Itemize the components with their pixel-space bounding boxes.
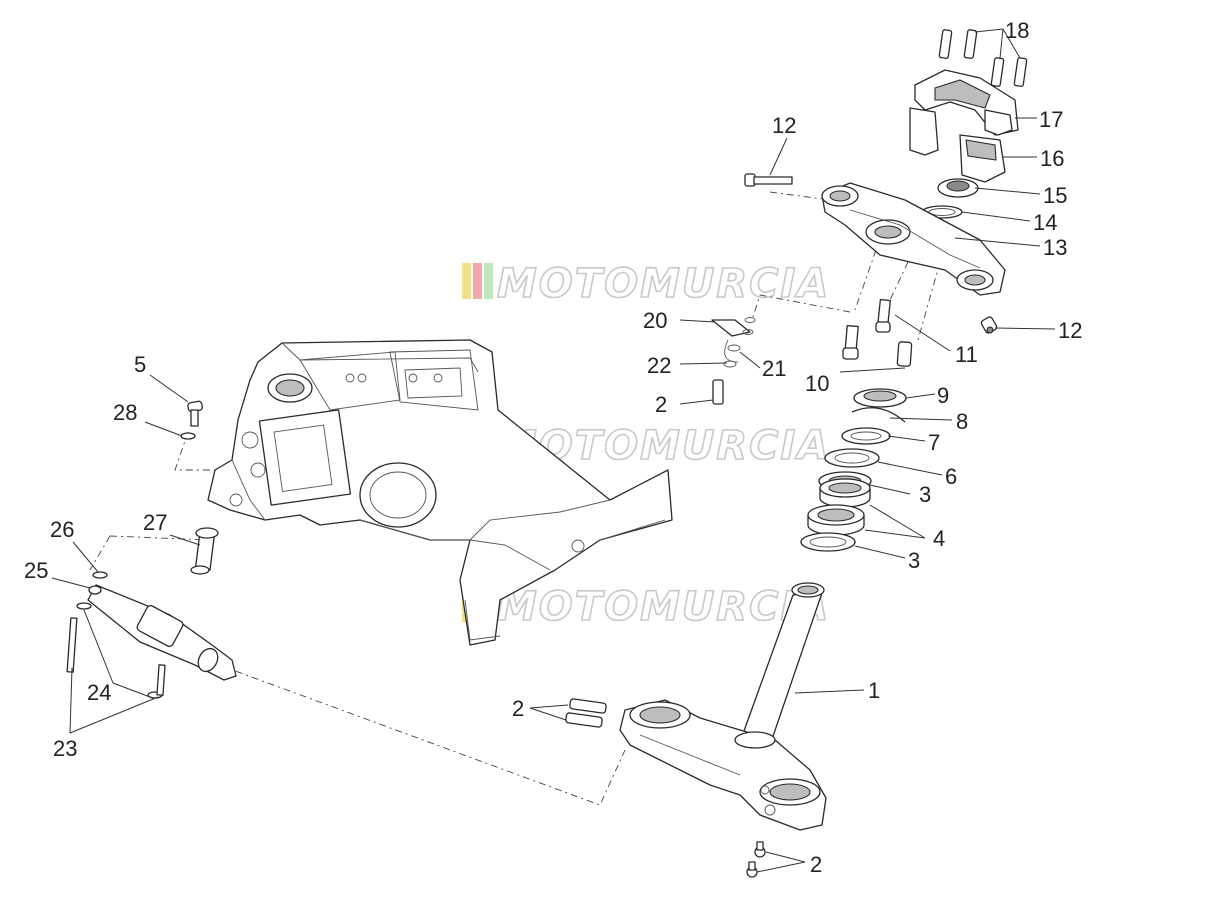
clamp-17 <box>909 69 1019 156</box>
callout-23: 23 <box>53 736 77 761</box>
callout-6: 6 <box>945 464 957 489</box>
callout-12-top: 12 <box>772 113 796 138</box>
callout-28: 28 <box>113 400 137 425</box>
callout-7: 7 <box>928 430 940 455</box>
bolts-18 <box>938 29 1028 87</box>
callout-4: 4 <box>933 526 945 551</box>
callout-10: 10 <box>805 371 829 396</box>
callout-15: 15 <box>1043 183 1067 208</box>
callout-26: 26 <box>50 517 74 542</box>
callout-3-lower: 3 <box>908 548 920 573</box>
frame-drawing <box>207 339 673 646</box>
callout-20: 20 <box>643 308 667 333</box>
callout-2-bottom: 2 <box>810 852 822 877</box>
lower-triple-clamp-1 <box>619 582 827 831</box>
clip-20-21-22 <box>711 317 756 368</box>
callout-21: 21 <box>762 356 786 381</box>
bolt-12-top <box>744 173 793 187</box>
upper-triple-clamp-13 <box>821 182 1006 296</box>
screws-2-left <box>565 698 607 728</box>
bushing-27 <box>190 527 219 575</box>
callout-27: 27 <box>143 510 167 535</box>
bolt-12-right <box>980 316 998 334</box>
callout-1: 1 <box>868 678 880 703</box>
callout-13: 13 <box>1043 235 1067 260</box>
alignment-lines <box>89 191 941 806</box>
watermark-top: MOTOMURCIA <box>462 260 830 308</box>
screw-2-clamp <box>712 379 724 405</box>
steering-damper-25 <box>87 584 237 681</box>
callout-12-right: 12 <box>1058 318 1082 343</box>
callout-18: 18 <box>1005 18 1029 43</box>
washer-26 <box>92 571 108 579</box>
svg-text:MOTOMURCIA: MOTOMURCIA <box>497 261 830 307</box>
callout-17: 17 <box>1039 107 1063 132</box>
callout-22: 22 <box>647 353 671 378</box>
nut-15 <box>937 178 979 198</box>
callout-8: 8 <box>956 409 968 434</box>
leader-lines <box>51 28 1056 873</box>
callout-2-clip: 2 <box>655 392 667 417</box>
callout-3-upper: 3 <box>919 482 931 507</box>
callout-labels: 18 17 16 15 14 13 12 12 11 10 9 8 7 6 3 … <box>24 18 1082 877</box>
bolt-11 <box>875 298 891 333</box>
bolts-10 <box>842 324 913 367</box>
bolts-23 <box>66 617 166 696</box>
callout-2-left: 2 <box>512 696 524 721</box>
bearing-stack <box>800 388 907 552</box>
callout-16: 16 <box>1040 146 1064 171</box>
clamp-16 <box>959 134 1006 183</box>
svg-text:MOTOMURCIA: MOTOMURCIA <box>497 584 830 630</box>
screws-2-bottom <box>746 841 766 878</box>
callout-9: 9 <box>937 383 949 408</box>
washer-28 <box>180 432 196 440</box>
screw-5 <box>187 400 203 427</box>
callout-5: 5 <box>134 352 146 377</box>
callout-24: 24 <box>87 680 111 705</box>
callout-25: 25 <box>24 558 48 583</box>
callout-14: 14 <box>1033 210 1057 235</box>
callout-11: 11 <box>955 342 978 367</box>
